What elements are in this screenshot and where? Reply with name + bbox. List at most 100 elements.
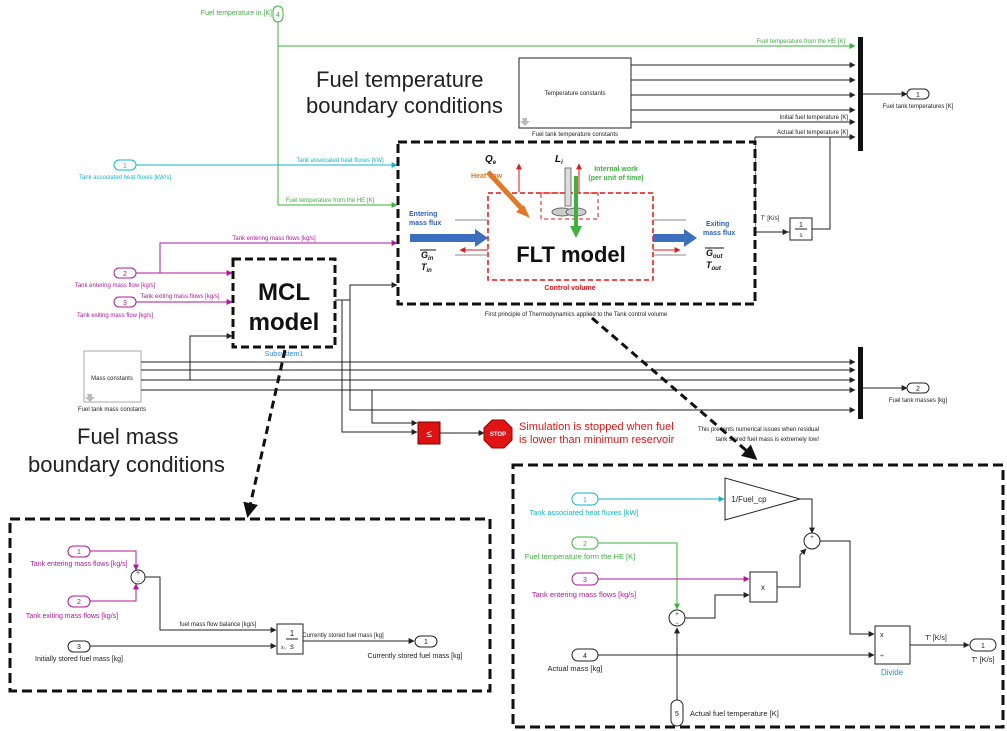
internal-work-arrowhead-icon bbox=[570, 226, 582, 238]
flt-in2-line bbox=[598, 542, 680, 610]
control-volume-label: Control volume bbox=[544, 285, 595, 292]
mass-bc-line2: boundary conditions bbox=[28, 452, 225, 477]
stop-note-line1: Simulation is stopped when fuel bbox=[519, 421, 674, 433]
mcl-in1-label: Tank entering mass flows [kg/s] bbox=[30, 561, 127, 568]
signal-heat-fluxes-label: Tank associated heat fluxes [kW] bbox=[296, 158, 384, 164]
flt-detail-panel: 1 Tank associated heat fluxes [kW] 1/Fue… bbox=[511, 463, 1005, 729]
mcl-to-compare-line bbox=[341, 300, 418, 435]
temperature-constants-label: Temperature constants bbox=[544, 91, 605, 97]
flt-caption: First principle of Thermodynamics applie… bbox=[485, 312, 668, 318]
stop-label: STOP bbox=[490, 432, 506, 438]
flt-in3-number: 3 bbox=[583, 577, 587, 584]
flt-in1-label: Tank associated heat fluxes [kW] bbox=[529, 508, 638, 517]
mc-to-compare-line bbox=[371, 390, 418, 426]
flt-in2-number: 2 bbox=[583, 541, 587, 548]
temp-bc-line2: boundary conditions bbox=[306, 93, 503, 118]
mcl-detail-frame bbox=[8, 517, 492, 693]
outport1-block[interactable] bbox=[906, 88, 930, 100]
inport3-label: Tank exiting mass flow [kg/s] bbox=[77, 313, 153, 319]
mux-masses[interactable] bbox=[858, 347, 863, 419]
flt-in1-number: 1 bbox=[583, 497, 587, 504]
flt-divide-caption: Divide bbox=[881, 668, 904, 677]
mcl-in2-number: 2 bbox=[77, 599, 81, 606]
flt-in5-label: Actual fuel temperature [K] bbox=[690, 709, 779, 718]
flt-gain-block[interactable] bbox=[724, 477, 802, 521]
shaft bbox=[564, 167, 572, 207]
mcl-integrator-x0: x₀ bbox=[281, 645, 286, 651]
mcl-stored-label: Currently stored fuel mass [kg] bbox=[302, 633, 384, 639]
mass-constants-block[interactable] bbox=[83, 350, 142, 403]
flt-product-block[interactable] bbox=[749, 571, 778, 603]
entering-label-1: Entering bbox=[409, 211, 437, 218]
heat-flow-arrow-icon bbox=[486, 170, 525, 212]
mcl-title-line2: model bbox=[249, 309, 320, 336]
exiting-label-2: mass flux bbox=[703, 230, 735, 237]
mcl-integrator-block[interactable] bbox=[276, 623, 304, 655]
mcl-in2-line bbox=[90, 583, 139, 602]
internal-work-line2: (per unit of time) bbox=[588, 175, 643, 182]
flt-in4-number: 4 bbox=[583, 653, 587, 660]
integrator-num: 1 bbox=[799, 222, 803, 229]
inport2-label: Tank entering mass flow [kg/s] bbox=[75, 283, 156, 289]
flt-gain-out-line bbox=[800, 498, 815, 534]
flt-sum-left-plus: + bbox=[675, 612, 679, 618]
mcl-stored-mass-line bbox=[349, 300, 856, 413]
signal-entering-label: Tank entering mass flows [kg/s] bbox=[232, 236, 316, 242]
mcl-integrator-num: 1 bbox=[290, 629, 295, 638]
outport1-number: 1 bbox=[916, 92, 920, 99]
flt-out1-label: T' [K/s] bbox=[971, 655, 994, 664]
compare-symbol: ≤ bbox=[426, 429, 432, 440]
mass-bc-line1: Fuel mass bbox=[77, 424, 179, 449]
flt-title: FLT model bbox=[516, 242, 626, 267]
signal-exiting-label: Tank exiting mass flows [kg/s] bbox=[140, 294, 219, 300]
mcl-out1-block[interactable] bbox=[414, 635, 438, 648]
mass-constants-caption: Fuel tank mass constants bbox=[78, 407, 146, 413]
temperature-constants-block[interactable] bbox=[518, 57, 632, 129]
mcl-title-line1: MCL bbox=[258, 279, 310, 306]
flt-out1-block[interactable] bbox=[969, 638, 997, 652]
mass-constants-label: Mass constants bbox=[91, 376, 133, 382]
heat-flow-label: Heat flow bbox=[471, 173, 503, 180]
flt-product-out-line bbox=[777, 548, 807, 588]
signal-initial-temp-label: Initial fuel temperature [K] bbox=[780, 115, 849, 121]
inport2-number: 2 bbox=[123, 271, 127, 278]
flt-in4-label: Actual mass [kg] bbox=[547, 664, 602, 673]
top-diagram: Fuel temperature in [K] 4 Fuel temperatu… bbox=[75, 5, 954, 518]
flt-sum-left-minus: − bbox=[675, 621, 679, 627]
signal-temp-he-top-label: Fuel temperature from the HE [K] bbox=[757, 39, 846, 45]
inport1-number: 1 bbox=[123, 163, 127, 170]
heat-flow-arrowhead-icon bbox=[516, 205, 530, 218]
entering-flux-arrow-icon bbox=[410, 229, 488, 247]
mcl-balance-line bbox=[145, 576, 277, 633]
mux-temperatures[interactable] bbox=[858, 37, 863, 151]
tprime-label: T' [K/s] bbox=[761, 216, 780, 222]
t-out-symbol: Tout bbox=[706, 260, 722, 272]
flt-in5-number: 5 bbox=[675, 711, 679, 718]
inport4-label: Fuel temperature in [K] bbox=[201, 10, 272, 17]
integrator-out-line bbox=[812, 137, 831, 230]
mcl-sum-minus: − bbox=[136, 579, 140, 585]
qe-symbol: Qe bbox=[485, 154, 497, 166]
flt-tprime-signal-label: T' [K/s] bbox=[925, 635, 947, 642]
li-symbol: Li bbox=[555, 154, 563, 166]
mcl-out1-label: Currently stored fuel mass [kg] bbox=[368, 653, 463, 660]
flt-in2-label: Fuel temperature form the HE [K] bbox=[525, 552, 635, 561]
mcl-in1-number: 1 bbox=[77, 549, 81, 556]
signal-temp-he-mid-label: Fuel temperature from the HE [K] bbox=[286, 198, 375, 204]
flt-divide-x: x bbox=[880, 632, 884, 639]
outport2-block[interactable] bbox=[906, 382, 930, 394]
residual-note-line1: This prevents numerical issues when resi… bbox=[698, 427, 819, 433]
mcl-model-block[interactable] bbox=[231, 257, 337, 349]
signal-entering-line bbox=[159, 240, 398, 273]
flt-sum-top-out-line bbox=[820, 540, 875, 637]
flt-product-label: x bbox=[761, 583, 765, 592]
temp-bc-line1: Fuel temperature bbox=[316, 67, 484, 92]
inport1-label: Tank associated heat fluxes [kW/s] bbox=[79, 175, 171, 181]
mcl-zoom-pointer bbox=[243, 349, 287, 518]
integrator-den: s bbox=[800, 233, 803, 239]
flt-out1-number: 1 bbox=[981, 643, 985, 650]
t-in-symbol: Tin bbox=[421, 262, 432, 274]
stop-block[interactable] bbox=[483, 419, 513, 449]
residual-note-line2: tank stored fuel mass is extremely low! bbox=[716, 437, 819, 443]
